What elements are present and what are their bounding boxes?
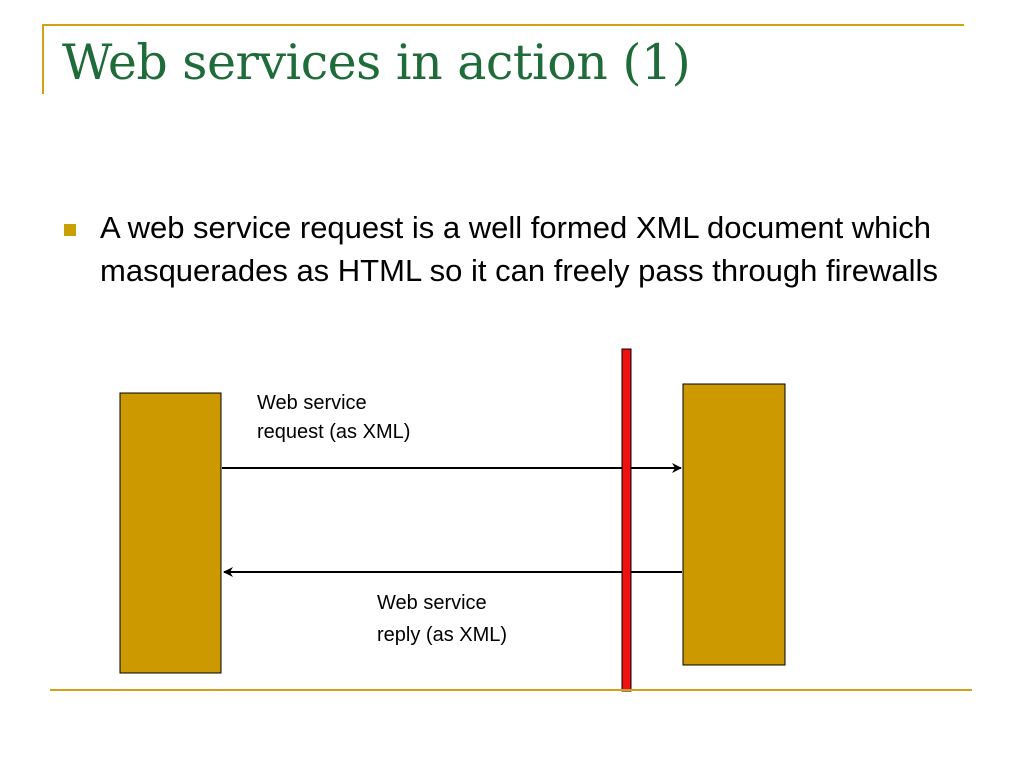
reply-label: Web service reply (as XML)	[377, 592, 507, 646]
request-label: Web service request (as XML)	[257, 392, 410, 443]
bullet-text: A web service request is a well formed X…	[100, 210, 938, 288]
firewall-bar	[621, 348, 632, 692]
request-label-line-1: Web service	[257, 392, 367, 414]
square-bullet-icon	[64, 224, 76, 236]
reply-label-line-1: Web service	[377, 592, 487, 614]
top-accent-line	[44, 24, 964, 26]
server-box	[682, 383, 786, 666]
slide-title: Web services in action (1)	[62, 34, 691, 91]
request-label-line-2: request (as XML)	[257, 421, 410, 443]
left-accent-line	[42, 24, 44, 94]
reply-label-line-2: reply (as XML)	[377, 624, 507, 646]
bottom-accent-line	[50, 689, 972, 691]
client-box	[119, 392, 222, 674]
